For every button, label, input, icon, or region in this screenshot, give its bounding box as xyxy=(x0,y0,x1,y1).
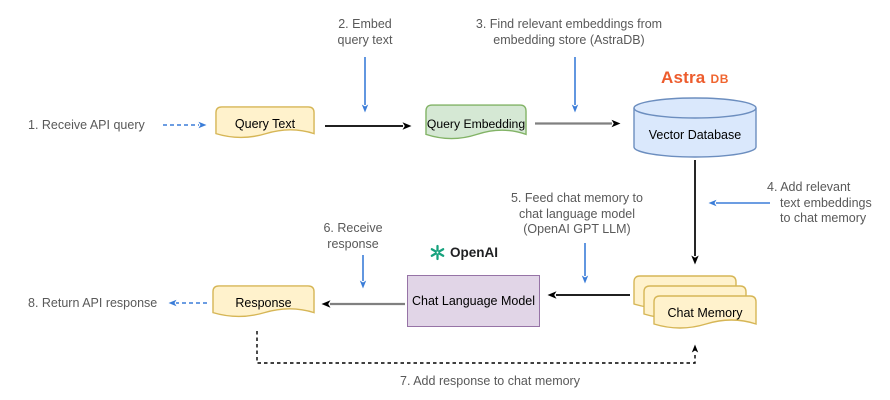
label-step8: 8. Return API response xyxy=(28,296,158,310)
node-chat-language-model: Chat Language Model xyxy=(407,275,540,327)
astradb-logo: Astra DB xyxy=(633,68,757,88)
label-step7: 7. Add response to chat memory xyxy=(400,374,580,388)
label-step3: 3. Find relevant embeddings from embeddi… xyxy=(475,17,663,47)
document-shape xyxy=(653,295,757,337)
document-shape xyxy=(215,106,315,146)
node-response: Response xyxy=(212,285,315,325)
label-step6: 6. Receive response xyxy=(323,221,383,251)
node-vector-database-label: Vector Database xyxy=(648,128,742,142)
document-shape xyxy=(212,285,315,325)
node-query-embedding-label: Query Embedding xyxy=(426,117,526,131)
arrow-add-response-to-chatmemory xyxy=(256,331,699,364)
label-step2: 2. Embed query text xyxy=(337,17,393,47)
astradb-logo-name: Astra xyxy=(660,68,706,87)
node-query-text-label: Query Text xyxy=(234,117,296,131)
label-step1: 1. Receive API query xyxy=(28,118,145,132)
node-response-label: Response xyxy=(235,296,292,310)
label-step5: 5. Feed chat memory to chat language mod… xyxy=(510,191,643,236)
openai-logo: OpenAI xyxy=(429,244,498,261)
node-query-text: Query Text xyxy=(215,106,315,146)
cylinder-shape xyxy=(633,97,757,158)
node-vector-database: Vector Database xyxy=(633,97,757,158)
label-step4: 4. Add relevant text embeddings to chat … xyxy=(767,180,872,225)
openai-icon xyxy=(430,244,445,261)
document-shape xyxy=(425,104,527,148)
astradb-logo-suffix: DB xyxy=(710,72,729,86)
openai-logo-label: OpenAI xyxy=(450,245,499,260)
node-chat-memory: Chat Memory xyxy=(653,295,757,337)
node-chat-memory-label: Chat Memory xyxy=(667,306,743,320)
node-query-embedding: Query Embedding xyxy=(425,104,527,148)
